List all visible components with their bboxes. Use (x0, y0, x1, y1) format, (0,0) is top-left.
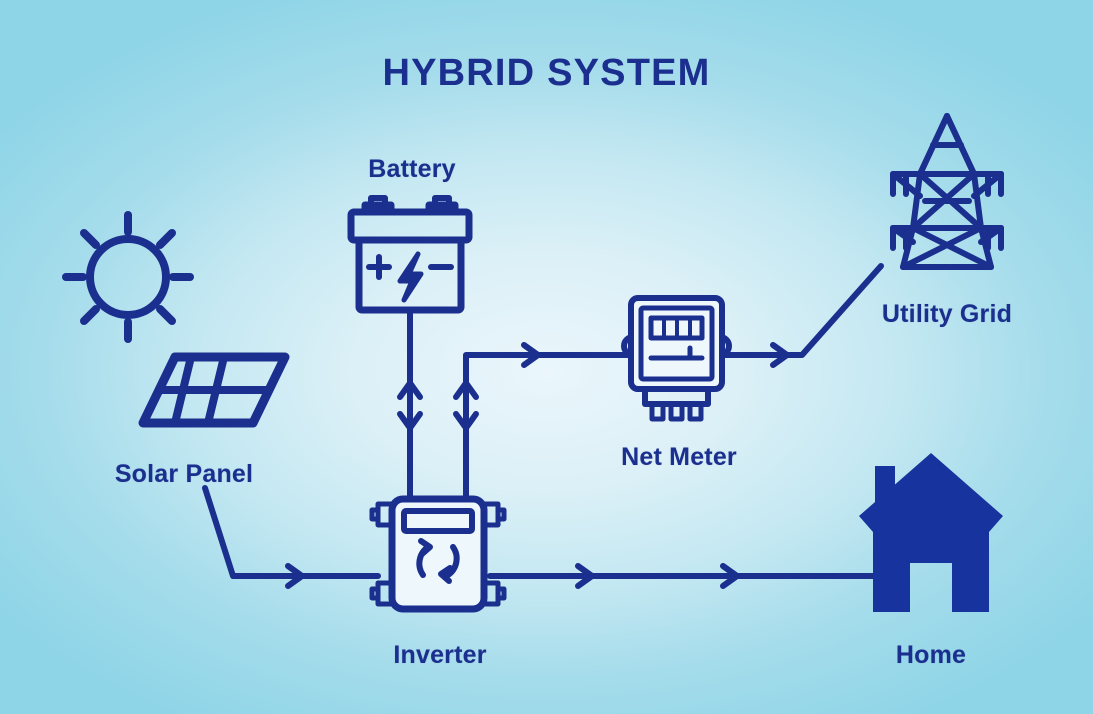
connection-solar-to-inverter (202, 485, 381, 589)
power-tower-icon (890, 113, 1004, 270)
page-title: HYBRID SYSTEM (382, 52, 711, 94)
node-label-net-meter: Net Meter (621, 443, 737, 471)
node-label-solar-panel: Solar Panel (114, 460, 254, 488)
net-meter-icon (621, 295, 732, 422)
connection-inverter-to-home (487, 563, 887, 589)
inverter-icon (369, 495, 507, 613)
battery-icon (347, 195, 473, 314)
connection-inverter-to-netmeter (453, 342, 633, 506)
node-label-home: Home (895, 641, 967, 669)
node-label-utility-grid: Utility Grid (881, 300, 1013, 328)
node-label-battery: Battery (368, 155, 456, 183)
connection-netmeter-to-grid (720, 263, 884, 368)
node-label-inverter: Inverter (393, 641, 487, 669)
connection-battery-to-inverter (397, 307, 423, 506)
solar-panel-icon (62, 211, 290, 428)
house-icon (859, 453, 1003, 612)
